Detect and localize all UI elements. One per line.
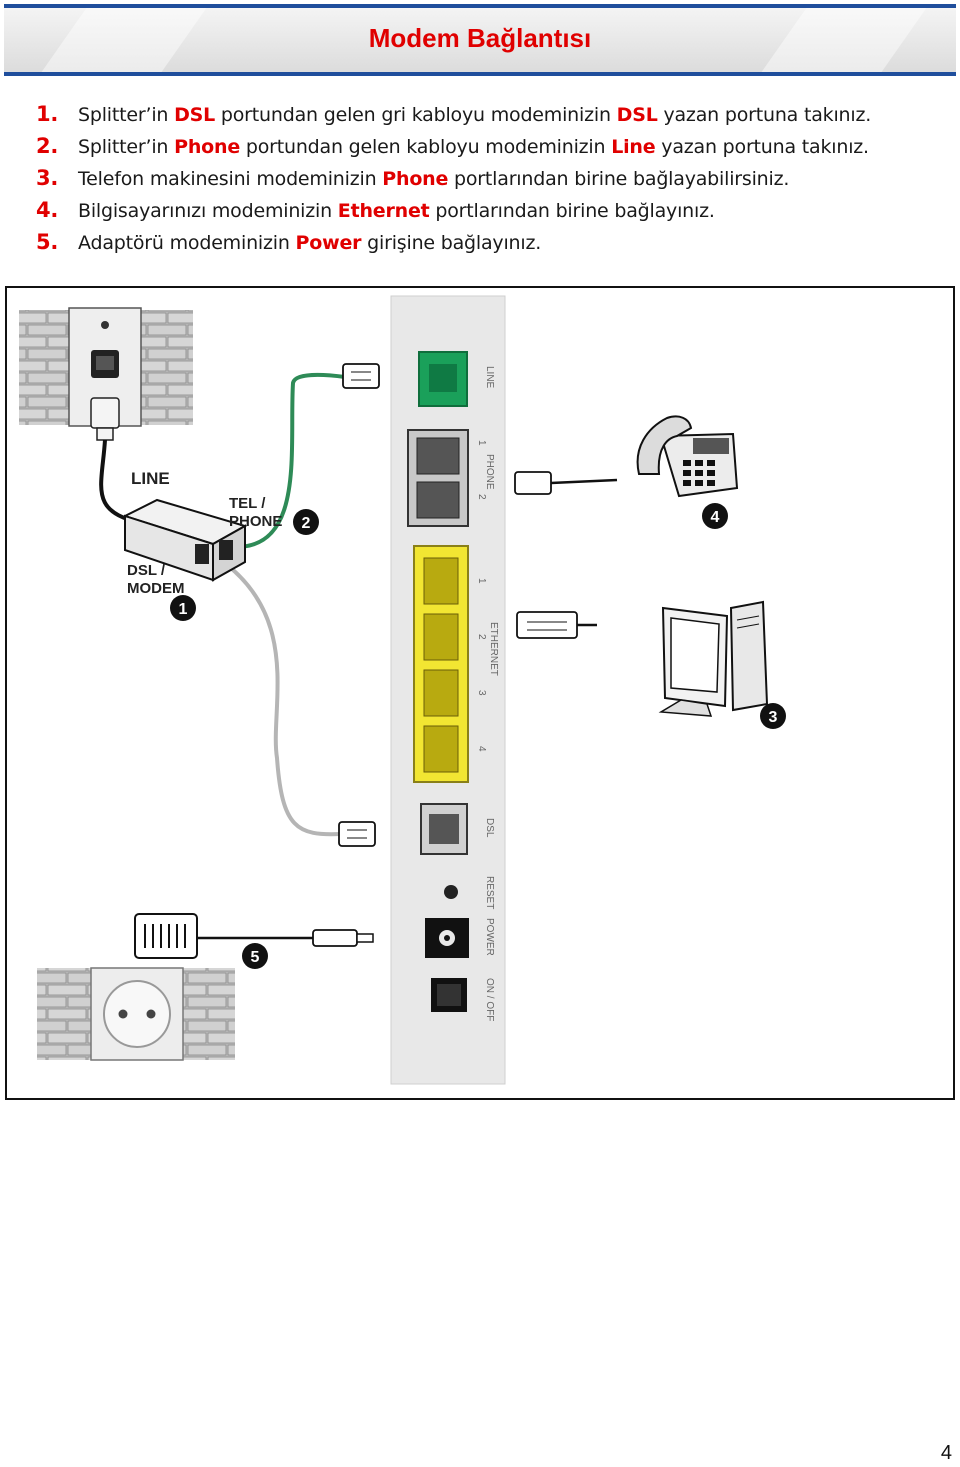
callout-1-label: 1 [179,601,188,618]
rj11-plug-dsl [338,821,376,847]
modem-label-eth-1: 1 [476,578,487,584]
step-5: 5.Adaptörü modeminizin Power girişine ba… [36,230,542,254]
callout-5: 5 [242,943,268,969]
connection-diagram: LINE TEL / PHONE DSL / MODEM LINE PHO [5,286,955,1100]
callout-1: 1 [170,595,196,621]
splitter-label-line: LINE [131,469,170,488]
step-1: 1.Splitter’in DSL portundan gelen gri ka… [36,102,872,126]
modem-label-on-off: ON / OFF [484,978,495,1021]
modem-label-eth-3: 3 [476,690,487,696]
wall-plug-connector [90,397,120,441]
splitter-label-dsl: DSL / [127,562,166,579]
splitter [122,498,248,582]
callout-3: 3 [760,703,786,729]
telephone [514,415,739,498]
callout-4-label: 4 [711,509,720,526]
page-number: 4 [940,1442,952,1464]
step-4: 4.Bilgisayarınızı modeminizin Ethernet p… [36,198,715,222]
modem-label-power: POWER [484,918,495,956]
dsl-cable [204,548,342,837]
page-header: Modem Bağlantısı [4,4,956,76]
splitter-label-tel: TEL / [229,495,266,512]
modem-label-eth-4: 4 [476,746,487,752]
callout-5-label: 5 [251,949,260,966]
page-title: Modem Bağlantısı [368,23,592,53]
modem-label-dsl: DSL [484,818,495,838]
modem-label-eth-2: 2 [476,634,487,640]
modem-label-phone-1: 1 [476,440,487,446]
modem-label-phone-2: 2 [476,494,487,500]
modem-label-ethernet: ETHERNET [488,622,499,676]
callout-4: 4 [702,503,728,529]
callout-2: 2 [293,509,319,535]
instruction-list: 1.Splitter’in DSL portundan gelen gri ka… [36,98,871,258]
power-adapter [134,913,374,959]
splitter-label-modem: MODEM [127,580,185,597]
step-2: 2.Splitter’in Phone portundan gelen kabl… [36,134,869,158]
splitter-label-phone: PHONE [229,513,282,530]
computer [516,600,769,717]
modem-back-panel [390,295,506,1085]
callout-3-label: 3 [769,709,778,726]
callout-2-label: 2 [302,515,311,532]
phone-cable [224,372,346,549]
step-3: 3.Telefon makinesini modeminizin Phone p… [36,166,790,190]
wall-socket [37,967,235,1061]
modem-label-phone: PHONE [484,454,495,490]
modem-label-reset: RESET [484,876,495,909]
modem-label-line: LINE [484,366,495,389]
rj11-plug-line [342,363,380,389]
